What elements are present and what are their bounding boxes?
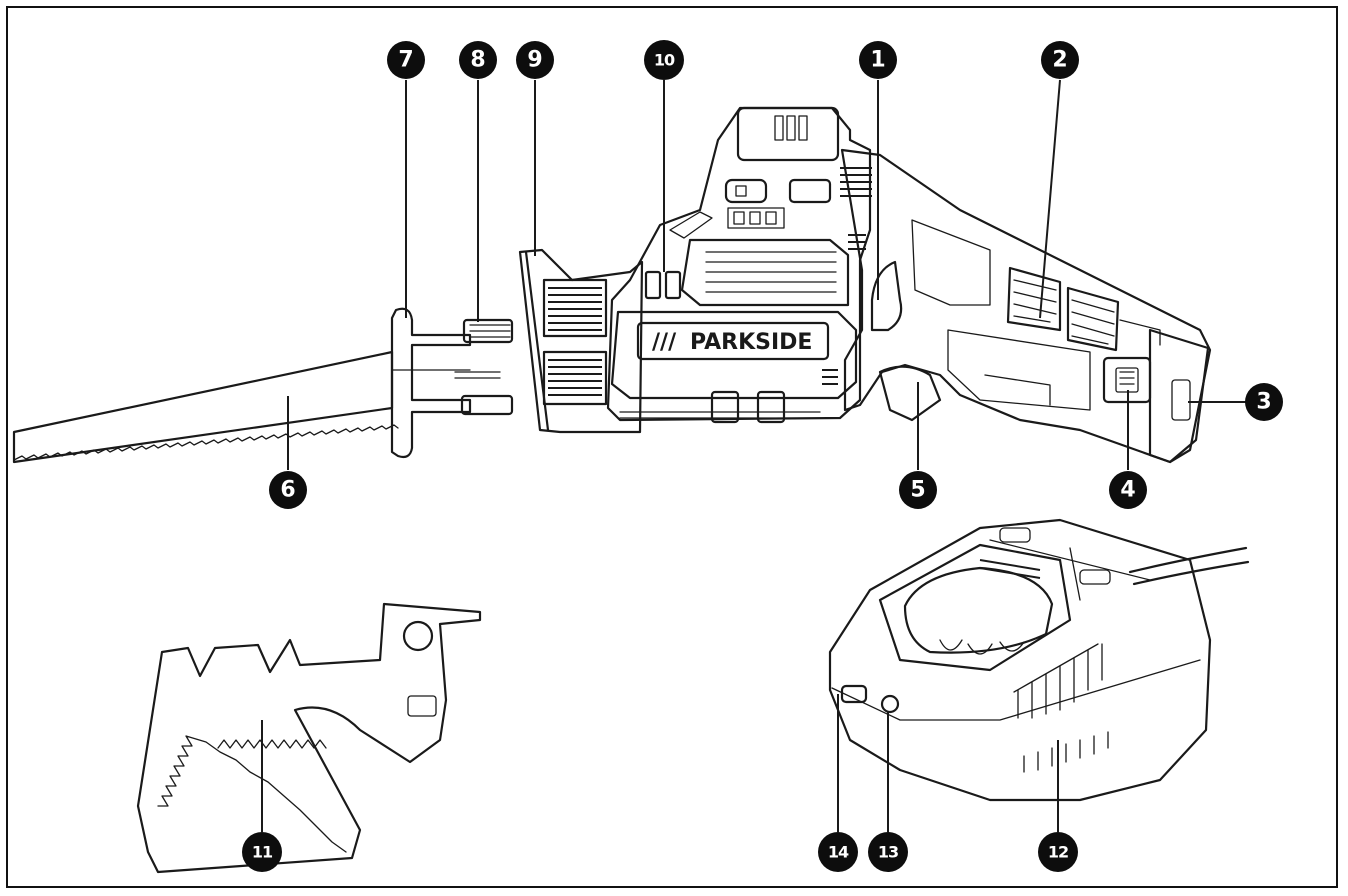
callout-10: 10: [644, 40, 684, 80]
diagram-frame: [6, 6, 1338, 888]
brand-logo: PARKSIDE: [690, 330, 812, 355]
callout-5-label: 5: [910, 478, 925, 503]
saw-blade: [12, 350, 399, 464]
callout-5: 5: [899, 471, 937, 509]
callout-13-label: 13: [878, 843, 898, 862]
callout-8: 8: [459, 41, 497, 79]
callout-4: 4: [1109, 471, 1147, 509]
callout-11-label: 11: [252, 843, 273, 862]
brand-prefix: ///: [652, 330, 677, 355]
callout-3: 3: [1245, 383, 1283, 421]
callout-11: 11: [242, 832, 282, 872]
callout-8-label: 8: [470, 48, 485, 73]
callout-7-label: 7: [398, 48, 413, 73]
callout-4-label: 4: [1120, 478, 1135, 503]
callout-3-label: 3: [1256, 390, 1271, 415]
callout-10-label: 10: [654, 51, 675, 70]
callout-13: 13: [868, 832, 908, 872]
callout-14: 14: [818, 832, 858, 872]
callout-6-label: 6: [280, 478, 295, 503]
saw-body: /// PARKSIDE: [518, 106, 872, 434]
callout-1-label: 1: [870, 48, 885, 73]
callout-9-label: 9: [527, 48, 542, 73]
saw-handle: [840, 148, 1212, 464]
callout-12: 12: [1038, 832, 1078, 872]
callout-9: 9: [516, 41, 554, 79]
callout-14-label: 14: [828, 843, 849, 862]
leader-lines: [261, 79, 1246, 832]
accessory-plate: [136, 602, 482, 874]
callout-1: 1: [859, 41, 897, 79]
callout-6: 6: [269, 471, 307, 509]
callout-2-label: 2: [1052, 48, 1067, 73]
callout-7: 7: [387, 41, 425, 79]
saw-shoe: [390, 307, 514, 459]
callout-2: 2: [1041, 41, 1079, 79]
callout-12-label: 12: [1048, 843, 1068, 862]
battery-charger: [828, 518, 1250, 802]
